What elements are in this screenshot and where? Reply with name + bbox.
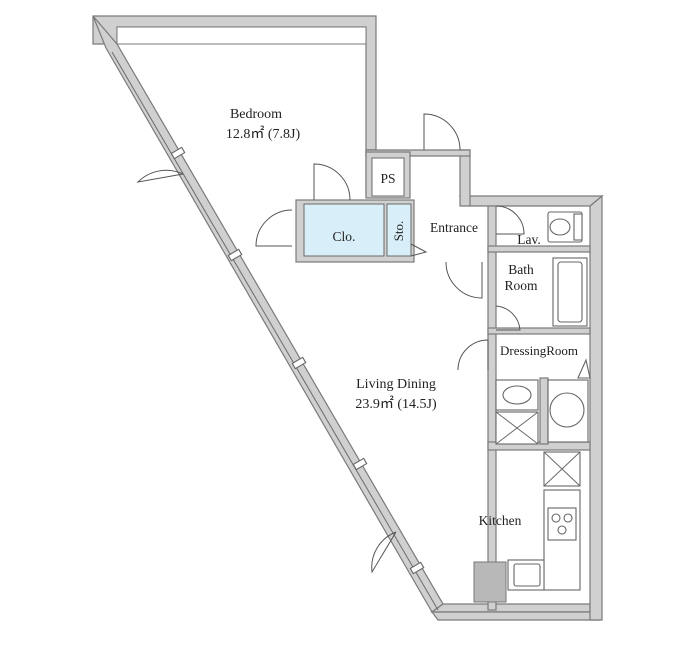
outer-walls xyxy=(92,15,604,621)
living-area: 23.9㎡ (14.5J) xyxy=(355,396,437,412)
doors xyxy=(136,113,525,574)
storage-label: Sto. xyxy=(391,221,406,242)
lavatory-label: Lav. xyxy=(517,232,541,247)
bath-label-line2: Room xyxy=(504,278,538,293)
entrance-label: Entrance xyxy=(430,220,478,235)
dressing-fixtures xyxy=(495,358,591,445)
dressing-label: DressingRoom xyxy=(500,343,578,358)
bath-label-line1: Bath xyxy=(508,262,534,277)
bath-fixtures xyxy=(552,257,588,327)
window-marks xyxy=(111,51,439,611)
lavatory-fixtures xyxy=(547,211,583,243)
living-name: Living Dining xyxy=(356,377,436,392)
pipe-space-label: PS xyxy=(380,171,395,186)
kitchen-label: Kitchen xyxy=(479,513,522,528)
bedroom-name: Bedroom xyxy=(230,107,282,122)
closet-label: Clo. xyxy=(333,229,356,244)
closet-storage-block xyxy=(295,199,428,263)
wet-area-walls xyxy=(487,205,591,611)
pipe-space-block xyxy=(365,151,411,199)
kitchen-fixtures xyxy=(473,451,581,603)
bedroom-area: 12.8㎡ (7.8J) xyxy=(226,126,301,142)
